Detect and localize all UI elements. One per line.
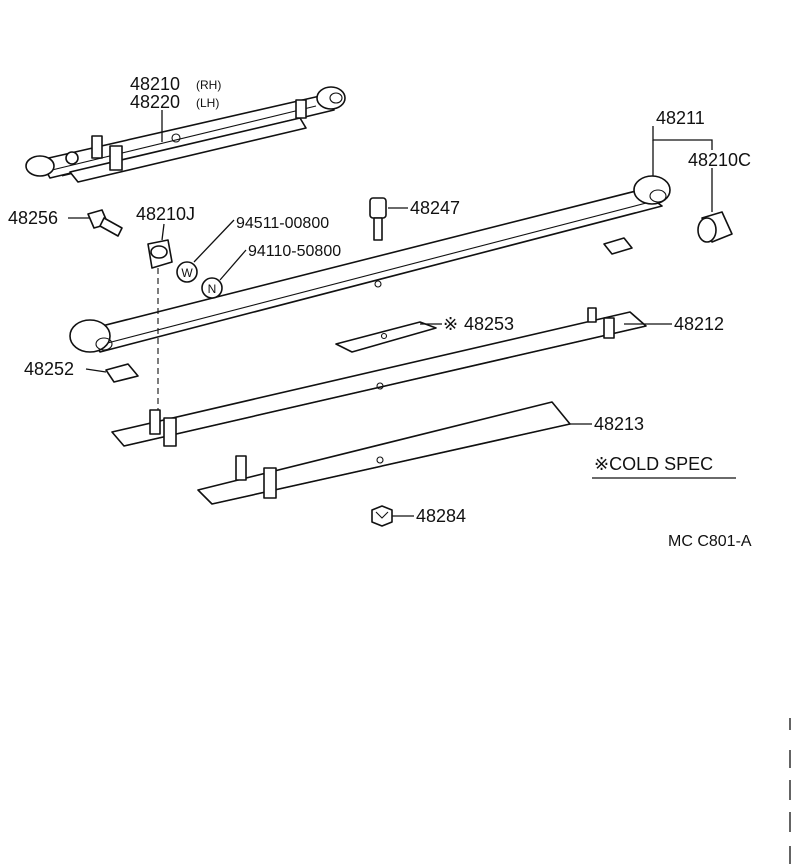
label-48210j: 48210J: [136, 204, 195, 224]
label-48220-lh: (LH): [196, 96, 219, 110]
rivet-mark: W: [181, 266, 193, 280]
label-94110-50800: 94110-50800: [248, 243, 341, 260]
label-48253: 48253: [464, 314, 514, 334]
nut-94110-symbol: N: [201, 277, 223, 299]
rivet-94511-symbol: W: [176, 261, 198, 283]
label-94511-00800: 94511-00800: [236, 215, 329, 232]
cold-spec-note: ※COLD SPEC: [594, 454, 713, 474]
leaf-spring-assembly: [25, 86, 346, 183]
diagram-code: MC C801-A: [668, 533, 752, 550]
label-48210c: 48210C: [688, 150, 751, 170]
insert-pad-small: [603, 237, 633, 255]
label-48220: 48220: [130, 92, 180, 112]
insert-48252: [105, 363, 139, 383]
leader-lines: [68, 110, 713, 517]
bolt-48247: [369, 197, 387, 241]
bolt-48256: [87, 209, 123, 237]
label-48247: 48247: [410, 198, 460, 218]
label-48213: 48213: [594, 414, 644, 434]
label-48210: 48210: [130, 74, 180, 94]
nut-mark: N: [208, 282, 217, 296]
clip-48210j: [147, 239, 173, 269]
label-48210-rh: (RH): [196, 78, 221, 92]
nut-48284: [371, 505, 393, 527]
label-48252: 48252: [24, 359, 74, 379]
labels: 48210 (RH) 48220 (LH) 48211 48210C 48256…: [8, 74, 752, 550]
label-48284: 48284: [416, 506, 466, 526]
label-48212: 48212: [674, 314, 724, 334]
label-48253-mark: ※: [443, 314, 458, 334]
main-leaf-48211: [69, 175, 671, 353]
leaf-48212: [111, 307, 647, 447]
bushing-48210c: [697, 211, 733, 243]
label-48211: 48211: [656, 108, 705, 128]
leaf-48213: [197, 401, 571, 505]
label-48256: 48256: [8, 208, 58, 228]
